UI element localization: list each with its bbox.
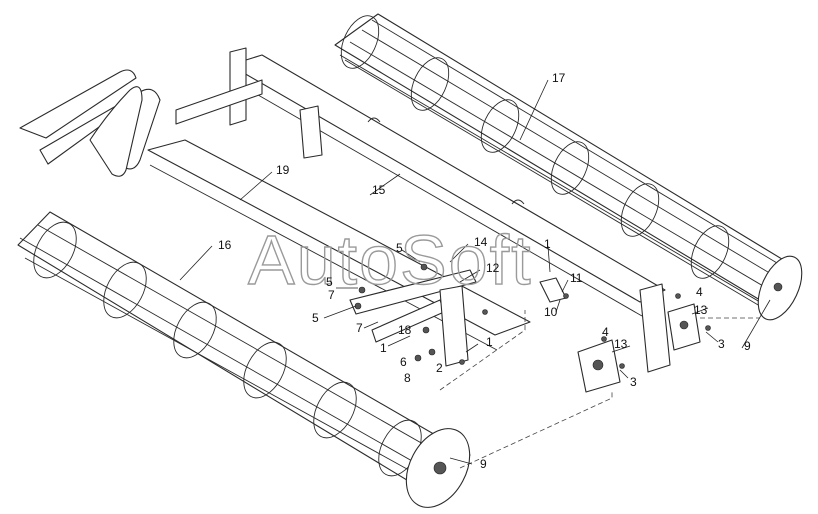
callout-9-bottom: 9 (480, 457, 487, 471)
callout-7-lower: 7 (356, 321, 363, 335)
callout-2: 2 (436, 361, 443, 375)
frame-end-plate (639, 283, 671, 373)
callout-14: 14 (474, 235, 488, 249)
callout-12: 12 (486, 261, 500, 275)
upper-roller-hub (773, 282, 783, 292)
mounting-bracket-assembly (349, 269, 567, 367)
callout-5-top: 5 (396, 241, 403, 255)
watermark-text: AutoSoft (248, 221, 533, 299)
leader-lines (179, 79, 771, 465)
callout-9-right: 9 (744, 339, 751, 353)
callout-11: 11 (570, 271, 583, 285)
callout-18: 18 (398, 323, 412, 337)
lower-roller (17, 211, 471, 508)
lower-roller-rings (33, 221, 422, 477)
callout-4-left: 4 (602, 325, 609, 339)
callout-16: 16 (218, 238, 232, 252)
callout-13-right: 13 (694, 303, 708, 317)
callout-3-left: 3 (630, 375, 637, 389)
bearing-plates (577, 303, 701, 393)
callout-19: 19 (276, 163, 290, 177)
callout-10: 10 (544, 305, 558, 319)
callout-1-left: 1 (380, 341, 387, 355)
callout-17: 17 (552, 71, 566, 85)
upper-roller-rings (340, 15, 730, 279)
callout-13-left: 13 (614, 337, 628, 351)
callout-4-right: 4 (696, 285, 703, 299)
callout-8: 8 (404, 371, 411, 385)
callout-6: 6 (400, 355, 407, 369)
lower-roller-hub (433, 461, 447, 475)
callout-5-left: 5 (326, 275, 333, 289)
callout-5-lower: 5 (312, 311, 319, 325)
drawbar-brackets (19, 69, 161, 177)
callout-15: 15 (372, 183, 386, 197)
callout-7-left: 7 (328, 288, 335, 302)
callout-3-right: 3 (718, 337, 725, 351)
callout-1-right: 1 (544, 237, 551, 251)
assembly-lines (439, 310, 760, 469)
callout-labels: 17 19 15 16 14 12 5 1 5 7 11 5 10 7 18 1… (218, 71, 751, 471)
upper-roller (334, 13, 803, 321)
hardware (354, 263, 711, 369)
callout-1-mid: 1 (486, 335, 493, 349)
